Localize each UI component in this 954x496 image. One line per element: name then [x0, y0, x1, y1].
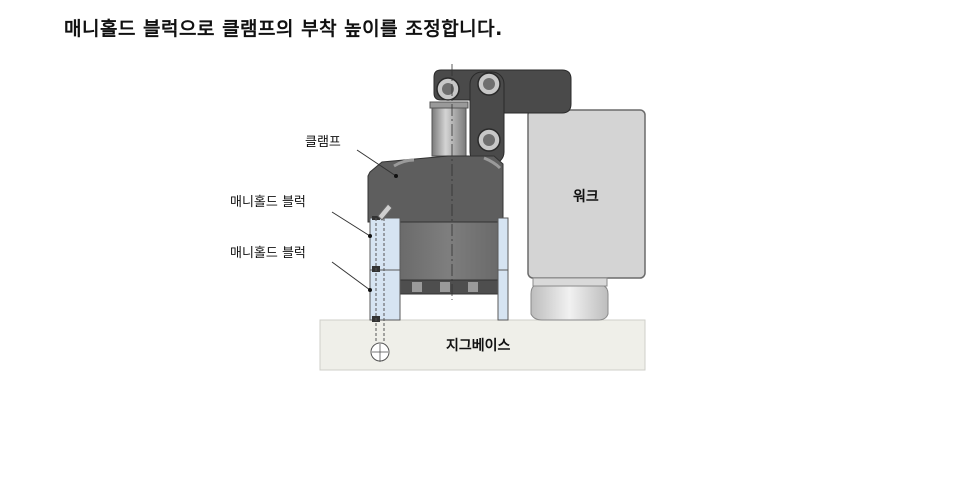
leader-manifold-bottom	[331, 261, 371, 291]
manifold-block-bottom	[369, 269, 401, 321]
label-work: 워크	[573, 189, 599, 205]
oil-passage	[370, 203, 393, 362]
clamp-piston-rod	[431, 103, 467, 157]
manifold-block-top	[369, 217, 401, 271]
label-manifold-top: 매니홀드 블럭	[230, 195, 306, 210]
label-clamp: 클램프	[305, 135, 341, 150]
clamp-body	[367, 155, 504, 295]
page-title: 매니홀드 블럭으로 클램프의 부착 높이를 조정합니다.	[64, 18, 503, 40]
leader-manifold-top	[331, 211, 371, 237]
work-piece	[527, 109, 646, 321]
clamp-lever-arm	[433, 69, 572, 165]
leader-clamp	[356, 149, 397, 177]
label-jig-base: 지그베이스	[446, 337, 511, 354]
label-manifold-bottom: 매니홀드 블럭	[230, 246, 306, 261]
manifold-block-right-bottom	[497, 269, 509, 321]
manifold-block-right-top	[497, 217, 509, 271]
